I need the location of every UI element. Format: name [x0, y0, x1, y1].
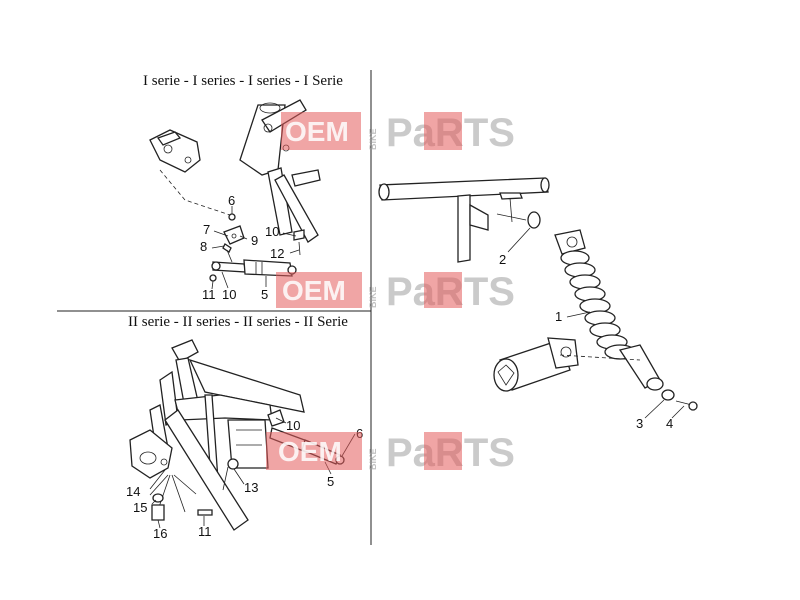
callout-16: 16	[153, 526, 167, 541]
callout-10b: 10	[222, 287, 236, 302]
watermark-oem-text-2: OEM	[282, 275, 346, 306]
watermark-middle: OEM BIKE PaRTS	[276, 270, 515, 314]
shock-callout-numbers: 2 1 3 4	[499, 252, 673, 431]
watermark-bike-text-2: BIKE	[368, 286, 378, 308]
callout-4: 4	[666, 416, 673, 431]
series-1-title: I serie - I series - I series - I Serie	[143, 73, 343, 89]
watermark-bike-text-3: BIKE	[368, 448, 378, 470]
shock-leader-lines	[507, 227, 685, 419]
watermark-bike-text: BIKE	[368, 128, 378, 150]
shock-spring	[560, 250, 636, 360]
series-1-frame-drawing	[149, 99, 321, 282]
callout-2: 2	[499, 252, 506, 267]
callout-5: 5	[261, 287, 268, 302]
callout-11: 11	[202, 287, 216, 302]
callout-15: 15	[133, 500, 147, 515]
series-1-leader-lines	[211, 206, 300, 290]
callout-13: 13	[244, 480, 258, 495]
callout-9: 9	[251, 233, 258, 248]
shock-absorber-drawing	[378, 177, 698, 411]
callout-6: 6	[228, 193, 235, 208]
callout-3: 3	[636, 416, 643, 431]
callout-12: 12	[270, 246, 284, 261]
callout-5-s2: 5	[327, 474, 334, 489]
callout-11-s2: 11	[198, 524, 212, 539]
callout-8: 8	[200, 239, 207, 254]
watermark-bottom: OEM BIKE PaRTS	[266, 431, 515, 475]
series-2-title: II serie - II series - II series - II Se…	[128, 314, 348, 330]
series-1-callout-numbers: 6 7 9 8 10 12 11 10 5	[200, 193, 284, 302]
callout-7: 7	[203, 222, 210, 237]
watermark-oem-text-3: OEM	[278, 436, 342, 467]
watermark-top: OEM BIKE PaRTS	[281, 111, 515, 155]
callout-10-s2: 10	[286, 418, 300, 433]
callout-10: 10	[265, 224, 279, 239]
callout-14: 14	[126, 484, 140, 499]
watermark-oem-text: OEM	[285, 116, 349, 147]
callout-1: 1	[555, 309, 562, 324]
